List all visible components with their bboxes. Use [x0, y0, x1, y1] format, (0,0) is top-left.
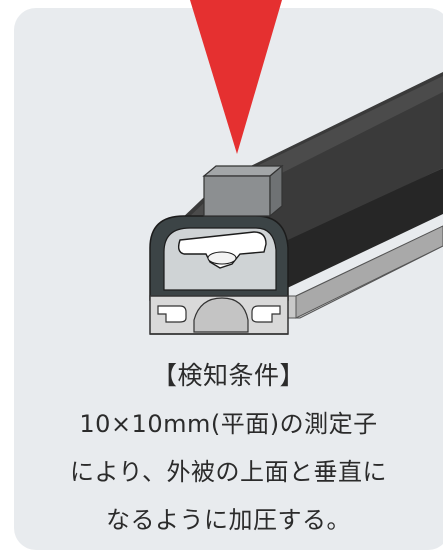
caption-heading: 【検知条件】	[151, 361, 305, 390]
detection-condition-caption: 【検知条件】 10×10mm(平面)の測定子 により、外被の上面と垂直に なるよ…	[14, 352, 443, 544]
caption-line-3: なるように加圧する。	[106, 506, 351, 534]
pressure-arrow	[190, 0, 282, 154]
caption-line-1: 10×10mm(平面)の測定子	[79, 410, 378, 438]
inner-conductor	[177, 231, 267, 269]
rail-center-arch	[193, 297, 249, 333]
caption-line-2: により、外被の上面と垂直に	[69, 458, 388, 486]
probe-side-face	[269, 164, 283, 218]
rail-side-surface	[295, 225, 443, 319]
probe-front-face	[203, 175, 271, 217]
conductor-core	[207, 251, 237, 265]
probe-top-face	[202, 165, 284, 177]
cable-side-surface	[262, 168, 443, 300]
rail-slot-left	[157, 305, 187, 323]
rail-slot-right	[251, 305, 281, 323]
